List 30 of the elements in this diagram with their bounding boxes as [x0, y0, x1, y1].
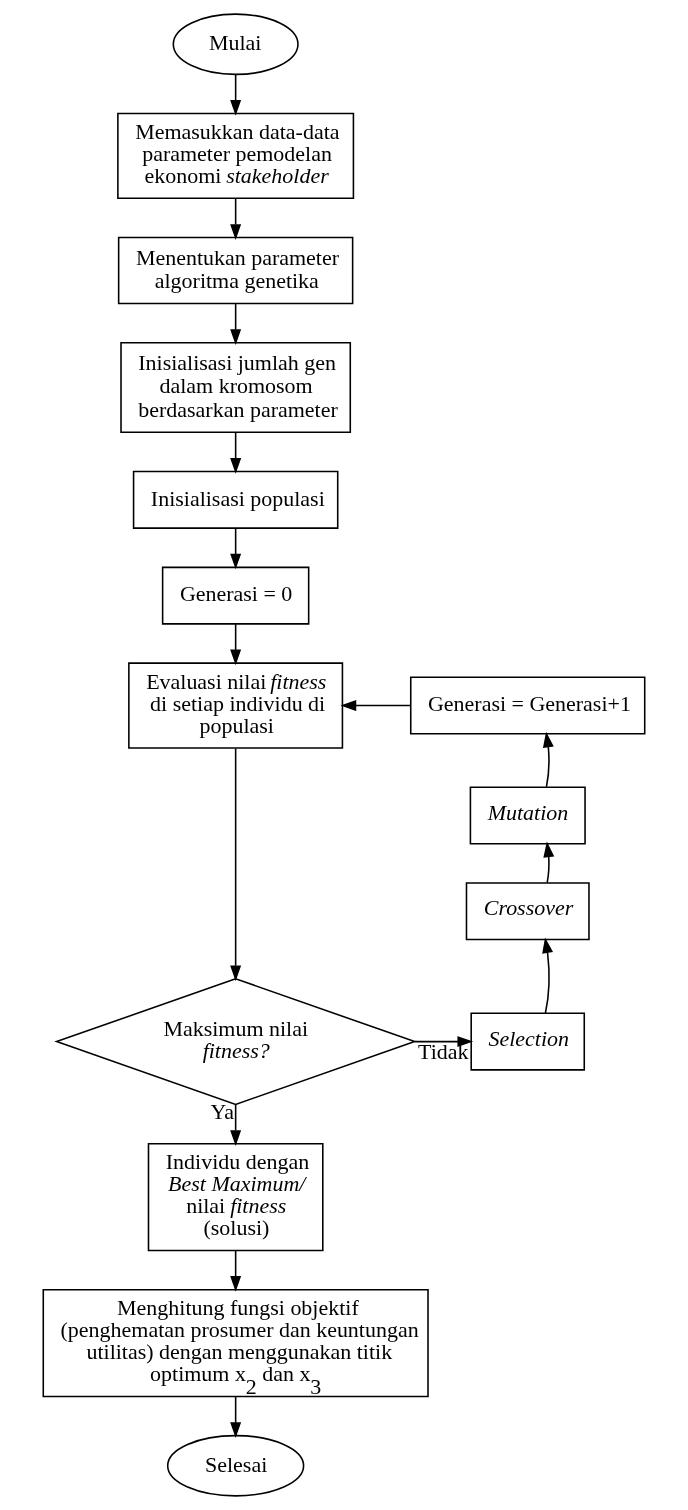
arrow	[230, 1103, 242, 1146]
arrow	[230, 1395, 242, 1438]
arrow	[230, 623, 242, 666]
node-box: Generasi = 0	[161, 566, 310, 625]
arrow	[414, 1036, 474, 1048]
arrow	[542, 731, 554, 788]
arrow	[230, 432, 242, 474]
node-box: Generasi = Generasi+1	[409, 676, 646, 735]
arrow	[340, 700, 411, 712]
arrow	[230, 303, 242, 345]
arrow	[543, 841, 555, 884]
edge-label: Tidak	[418, 1039, 469, 1065]
arrow	[542, 937, 554, 1014]
node-ellipse: Mulai	[172, 13, 299, 76]
node-box: Crossover	[465, 882, 590, 941]
node-box: Inisialisasi populasi	[132, 470, 339, 529]
arrow	[230, 1249, 242, 1292]
node-box: Mutation	[469, 786, 586, 845]
node-box: Evaluasi nilai fitness di setiap individu di populasi	[128, 662, 344, 749]
arrow	[230, 73, 242, 116]
node-box: Memasukkan data-data parameter pemodelan ekonomi stakeholder	[117, 112, 355, 200]
arrow	[230, 527, 242, 570]
node-box: Individu dengan Best Maximum/ nilai fitness (solusi)	[147, 1142, 324, 1252]
node-box: Inisialisasi jumlah gen dalam kromosom berdasarkan parameter	[120, 342, 352, 434]
node-diamond: Maksimum nilai fitness?	[54, 977, 418, 1106]
node-ellipse: Selesai	[166, 1434, 305, 1497]
node-box: Selection	[470, 1012, 586, 1071]
arrow	[230, 747, 242, 982]
node-box: Menentukan parameter algoritma genetika	[117, 236, 354, 305]
arrow	[230, 197, 242, 240]
